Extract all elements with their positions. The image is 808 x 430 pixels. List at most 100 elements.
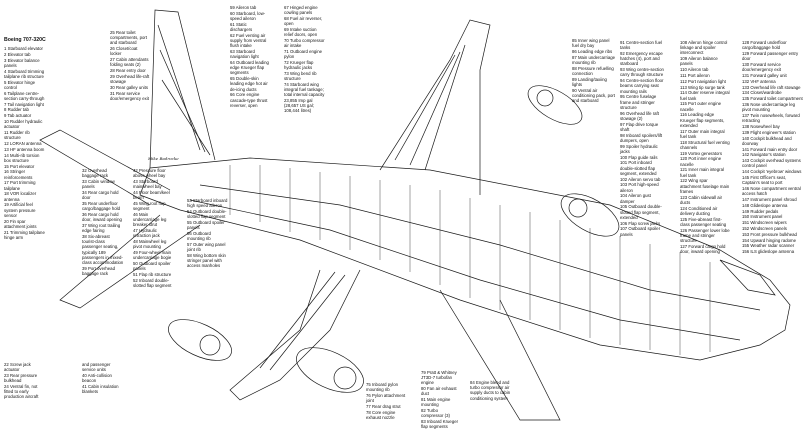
key-item: 9 Tab actuator	[4, 113, 32, 119]
aircraft-title: Boeing 707-320C	[4, 37, 46, 43]
key-item: 25 Rear toilet compartments, port and st…	[110, 30, 148, 46]
key-item: 73 Wing bend rib structure	[284, 71, 317, 82]
key-item: 145 First Officer's seat, Captain's seat…	[742, 174, 786, 186]
key-item: 19 Artificial feel system pressure senso…	[4, 202, 36, 218]
key-item: 7 Tail navigation light	[4, 101, 44, 107]
key-item: 96 Overhead life raft stowage (2)	[620, 110, 659, 121]
key-item: 72 Krueger flap hydraulic jacks	[284, 60, 314, 71]
key-item: 114 Outer reserve integral fuel tank	[680, 90, 730, 101]
key-item: 28 Rear entry door	[110, 68, 146, 74]
key-item: 78 Core engine exhaust nozzle	[366, 409, 396, 420]
key-item: 132 VHF antenna	[742, 78, 776, 84]
key-item: 139 Flight engineer's station	[742, 129, 796, 135]
key-item: 66 Core engine cascade-type thrust rever…	[230, 92, 268, 108]
vertical-fin	[149, 9, 216, 169]
key-item: 57 Outer wing panel joint rib	[187, 242, 226, 253]
key-item: and passenger service units	[82, 362, 111, 373]
key-column-11: 128 Forward underfloor cargo/baggage hol…	[742, 40, 804, 255]
key-item: 134 Closet/wardrobe	[742, 90, 782, 96]
key-item: 10 Rudder hydraulic actuator	[4, 118, 43, 130]
key-item: 75 Inboard pylon mounting rib	[366, 382, 399, 393]
key-item: 58 Wing bottom skin stringer panel with …	[187, 253, 226, 269]
tailplane	[39, 129, 171, 206]
key-item: 127 Forward cargo hold door, inward open…	[680, 243, 726, 254]
key-item: 11 Rudder rib structure	[4, 129, 30, 141]
key-item: 60 Starboard, low-speed aileron	[230, 10, 266, 21]
key-item: 112 Port navigation light	[680, 78, 726, 84]
key-item: 18 VOR localizer antenna	[4, 191, 37, 202]
key-item: 95 Centre fuselage frame and stringer st…	[620, 94, 657, 110]
key-item: 40 Anti-collision beacon	[82, 373, 112, 384]
key-item: 21 Trimming tailplane hinge arm	[4, 229, 45, 240]
key-item: 26 Closet/coat locker	[110, 46, 138, 57]
key-item: 111 Port aileron	[680, 73, 710, 78]
key-item: 116 Leading edge Krueger flap segments, …	[680, 112, 725, 128]
key-item: 92 Emergency escape hatches (4), port an…	[620, 51, 663, 67]
key-item: 47 Hydraulic retraction jack	[133, 228, 160, 239]
key-item: 129 Forward passenger entry door	[742, 51, 799, 62]
key-item: 46 Main undercarriage leg breaker strut	[133, 212, 167, 228]
key-item: 106 Flap screw jacks	[620, 220, 661, 226]
key-item: 51 Flap rib structure	[133, 272, 172, 278]
key-item: 125 Five-abreast first-class passenger s…	[680, 216, 727, 227]
key-item: 136 Nose undercarriage leg pivot mountin…	[742, 101, 796, 113]
fuselage-floor-line	[189, 199, 741, 341]
key-item: 149 Rudder pedals	[742, 208, 779, 214]
key-item: 138 Nosewheel bay	[742, 123, 780, 129]
key-item: 59 Aileron tab	[230, 5, 257, 10]
key-item: 31 Rear service door/emergency exit	[110, 90, 149, 101]
key-item: 76 Pylon attachment joint	[366, 393, 406, 404]
key-item: 81 Main engine mounting	[421, 397, 451, 408]
key-item: 5 Elevator hinge control	[4, 79, 36, 90]
key-item: 98 Inboard spoilers/lift dumpers, open	[620, 132, 663, 143]
port-wing	[229, 269, 361, 401]
key-item: 65 Double-skin leading edge hot air de-i…	[230, 76, 268, 92]
key-item: 30 Rear galley units	[110, 85, 148, 90]
fuselage-outline	[139, 157, 791, 361]
key-item: 52 Inboard double-slotted flap segment	[133, 278, 172, 289]
key-item: 143 Cockpit overhead systems control pan…	[742, 158, 801, 169]
key-item: 62 Fuel venting air supply from ventral …	[230, 32, 267, 49]
key-item: 117 Outer main integral fuel tank	[680, 128, 725, 139]
key-item: 79 Pratt & Whitney JT3D-7 turbofan engin…	[421, 370, 457, 386]
key-item: 124 Conditioned air delivery ducting	[680, 205, 718, 216]
key-item: 61 Static dischargers	[230, 21, 253, 32]
key-column-7: 79 Pratt & Whitney JT3D-7 turbofan engin…	[421, 370, 461, 430]
key-item: 29 Overhead life-raft stowage	[110, 74, 150, 85]
key-item: 104 Aileron gust damper	[620, 193, 651, 204]
key-item: 120 Port inner engine nacelle	[680, 156, 722, 167]
key-column-10: 108 Aileron hinge control linkage and sp…	[680, 40, 730, 255]
key-item: 8 Rudder tab	[4, 107, 29, 113]
key-item: 100 Flap guide rails	[620, 154, 658, 160]
starboard-engine-nacelles	[527, 85, 620, 237]
key-item: 82 Turbo compressor (3)	[421, 408, 450, 419]
key-item: 97 Flap drive torque shaft	[620, 121, 659, 132]
artist-signature: Mike Badrocke	[148, 156, 179, 161]
key-item: 80 Fan air exhaust duct	[421, 386, 457, 397]
key-item: 140 Cockpit bulkhead and doorway	[742, 135, 792, 146]
key-item: 49 Four-wheel main undercarriage bogie	[133, 250, 172, 261]
key-item: 32 Overhead baggage rack	[82, 168, 109, 179]
key-item: 27 Cabin attendants folding seats (2)	[110, 57, 149, 68]
key-item: 121 Inner main integral fuel tank	[680, 167, 724, 178]
key-item: 155 Weather radar scanner	[742, 243, 795, 249]
key-item: 90 Ventral air conditioning pack, port a…	[572, 87, 615, 104]
key-item: 69 Intake suction relief doors, open	[284, 27, 318, 38]
key-item: 83 Inboard Krueger flap segments	[421, 419, 459, 430]
key-item: 45 Wing root flap segment	[133, 201, 166, 212]
starboard-wing	[379, 19, 491, 195]
key-item: 146 Nose compartment ventral access hatc…	[742, 185, 801, 197]
key-column-8: 84 Engine bleed and turbo compressor air…	[470, 380, 514, 401]
key-item: 14 Multi-rib torsion box structure	[4, 152, 40, 163]
key-item: 68 Fuel air reverser, open	[284, 16, 323, 27]
key-item: 22 Screw jack actuator	[4, 362, 31, 373]
key-item: 20 Fin spar attachment joints	[4, 218, 37, 229]
key-item: 89 Landing/taxiing lights	[572, 76, 607, 87]
key-item: 43 Starboard mainwheel bay	[133, 179, 162, 190]
key-item: 63 Starboard navigation light	[230, 49, 259, 60]
